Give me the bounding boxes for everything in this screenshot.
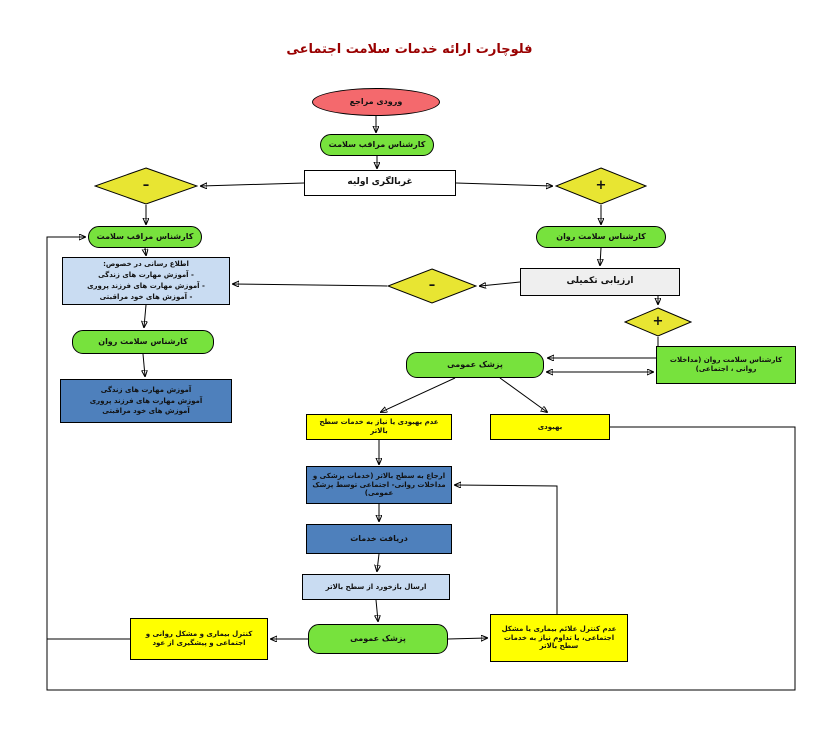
page-title: فلوچارت ارائه خدمات سلامت اجتماعی [286, 42, 533, 57]
information-line-3: - آموزش مهارت های فرزند پروری [87, 282, 205, 290]
disease-controlled-label: کنترل بیماری و مشکل روانی و اجتماعی و پی… [145, 630, 253, 647]
screening-positive-diamond: + [555, 167, 647, 205]
improvement-label: بهبودی [537, 422, 563, 431]
no-improvement-label: عدم بهبودی یا نیاز به خدمات سطح بالاتر [319, 418, 439, 435]
disease-not-controlled-node: عدم کنترل علائم بیماری یا مشکل اجتماعی، … [490, 614, 628, 662]
no-improvement-node: عدم بهبودی یا نیاز به خدمات سطح بالاتر [306, 414, 452, 440]
connector-info-mhexpert [144, 304, 146, 327]
connector-uncontrolled-referral [455, 485, 558, 614]
information-line-4: - آموزش های خود مراقبتی [99, 292, 193, 301]
connector-improvement-loop [46, 426, 796, 691]
connector-physician-noimprovement [381, 377, 456, 412]
information-line-1: اطلاع رسانی در خصوص: [103, 260, 189, 269]
general-physician-followup-node: پزشک عمومی [308, 624, 448, 654]
connector-feedback-physician2 [376, 599, 378, 621]
connector-controlled-loop-supervisor [46, 237, 130, 640]
connector-supervisor-info [145, 247, 146, 255]
assessment-positive-diamond: + [624, 307, 692, 337]
education-box-node: آموزش مهارت های زندگی آموزش مهارت های فر… [60, 379, 232, 423]
education-line-2: آموزش مهارت های فرزند پروری [89, 396, 203, 405]
diamond-shape [387, 268, 477, 304]
mental-health-expert-right-label: کارشناس سلامت روان [556, 232, 646, 241]
complementary-assessment-node: ارزیابی تکمیلی [520, 268, 680, 296]
connector-assessment-negative2 [480, 281, 521, 286]
connector-mhexpert-education [143, 353, 145, 376]
connector-positive2-physician [548, 337, 659, 358]
entry-label: ورودی مراجع [349, 97, 403, 106]
screening-negative-diamond: – [94, 167, 198, 205]
education-line-1: آموزش مهارت های زندگی [100, 385, 192, 394]
connector-screening-negative [201, 183, 305, 186]
health-supervisor-left-node: کارشناس مراقب سلامت [88, 226, 202, 248]
mental-health-interventions-node: کارشناس سلامت روان (مداخلات روانی ، اجتم… [656, 346, 796, 384]
assessment-positive-sign: + [652, 313, 664, 329]
receive-services-label: دریافت خدمات [350, 534, 408, 543]
initial-screening-label: غربالگری اولیه [347, 177, 413, 188]
screening-negative-sign: – [142, 177, 150, 193]
initial-screening-node: غربالگری اولیه [304, 170, 456, 196]
referral-higher-level-node: ارجاع به سطح بالاتر (خدمات پزشکی و مداخل… [306, 466, 452, 504]
connector-mhexpert-assessment [600, 247, 601, 265]
feedback-from-higher-level-label: ارسال بازخورد از سطح بالاتر [325, 582, 427, 591]
connector-physician-improvement [499, 377, 547, 412]
mental-health-expert-right-node: کارشناس سلامت روان [536, 226, 666, 248]
entry-node: ورودی مراجع [312, 88, 440, 116]
health-supervisor-top-label: کارشناس مراقب سلامت [328, 140, 426, 149]
connector-physician2-uncontrolled [447, 638, 487, 639]
complementary-assessment-label: ارزیابی تکمیلی [566, 276, 634, 287]
disease-controlled-node: کنترل بیماری و مشکل روانی و اجتماعی و پی… [130, 618, 268, 660]
mental-health-expert-left-node: کارشناس سلامت روان [72, 330, 214, 354]
diamond-shape [94, 167, 198, 205]
information-box-lines: اطلاع رسانی در خصوص: - آموزش مهارت های ز… [66, 259, 226, 302]
general-physician-label: پزشک عمومی [447, 360, 503, 369]
connector-screening-positive [455, 182, 552, 186]
assessment-negative-sign: – [428, 277, 436, 293]
improvement-node: بهبودی [490, 414, 610, 440]
education-box-lines: آموزش مهارت های زندگی آموزش مهارت های فر… [64, 385, 228, 418]
general-physician-node: پزشک عمومی [406, 352, 544, 378]
disease-not-controlled-label: عدم کنترل علائم بیماری یا مشکل اجتماعی، … [501, 624, 617, 651]
diamond-shape [555, 167, 647, 205]
referral-higher-level-label: ارجاع به سطح بالاتر (خدمات پزشکی و مداخل… [312, 471, 446, 498]
mental-health-expert-left-label: کارشناس سلامت روان [98, 337, 188, 346]
mental-health-interventions-label: کارشناس سلامت روان (مداخلات روانی ، اجتم… [669, 356, 783, 373]
assessment-negative-diamond: – [387, 268, 477, 304]
screening-positive-sign: + [595, 177, 607, 193]
information-line-2: - آموزش مهارت های زندگی [98, 271, 194, 280]
health-supervisor-left-label: کارشناس مراقب سلامت [96, 232, 194, 241]
general-physician-followup-label: پزشک عمومی [350, 634, 406, 643]
connector-services-feedback [377, 553, 379, 571]
education-line-3: آموزش های خود مراقبتی [102, 407, 190, 416]
receive-services-node: دریافت خدمات [306, 524, 452, 554]
feedback-from-higher-level-node: ارسال بازخورد از سطح بالاتر [302, 574, 450, 600]
diamond-shape [624, 307, 692, 337]
connector-negative2-info [233, 284, 388, 286]
information-box-node: اطلاع رسانی در خصوص: - آموزش مهارت های ز… [62, 257, 230, 305]
health-supervisor-top-node: کارشناس مراقب سلامت [320, 134, 434, 156]
